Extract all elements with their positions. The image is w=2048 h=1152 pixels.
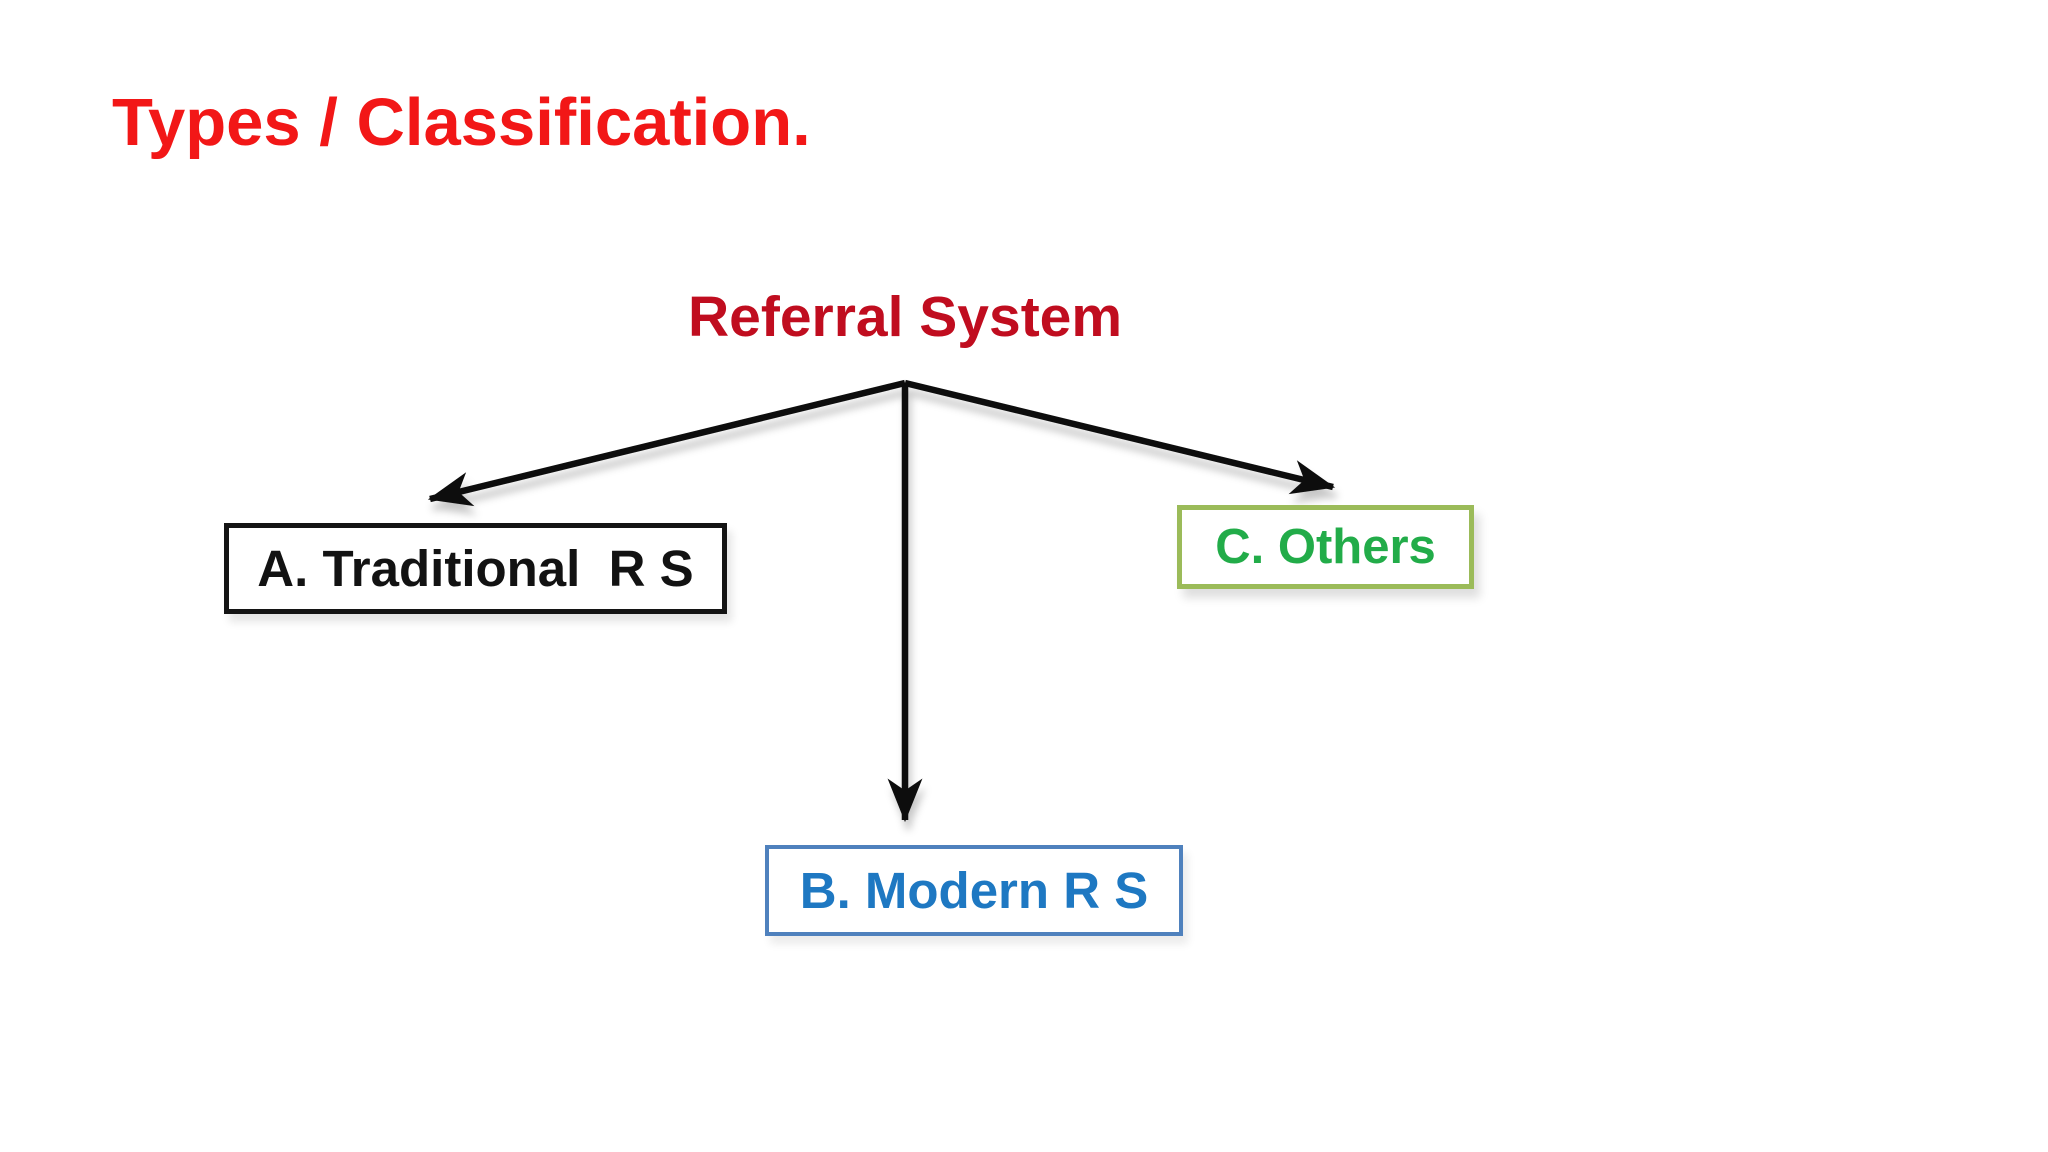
arrow-to-traditional bbox=[427, 379, 906, 507]
root-node-heading: Referral System bbox=[688, 285, 1123, 349]
node-traditional-rs-label: A. Traditional R S bbox=[257, 540, 694, 597]
node-traditional-rs: A. Traditional R S bbox=[224, 523, 727, 614]
node-others: C. Others bbox=[1177, 505, 1474, 589]
slide-title: Types / Classification. bbox=[112, 85, 811, 160]
node-modern-rs-label: B. Modern R S bbox=[799, 862, 1149, 919]
node-others-label: C. Others bbox=[1215, 520, 1436, 574]
arrow-to-others bbox=[904, 379, 1336, 495]
node-modern-rs: B. Modern R S bbox=[765, 845, 1183, 936]
